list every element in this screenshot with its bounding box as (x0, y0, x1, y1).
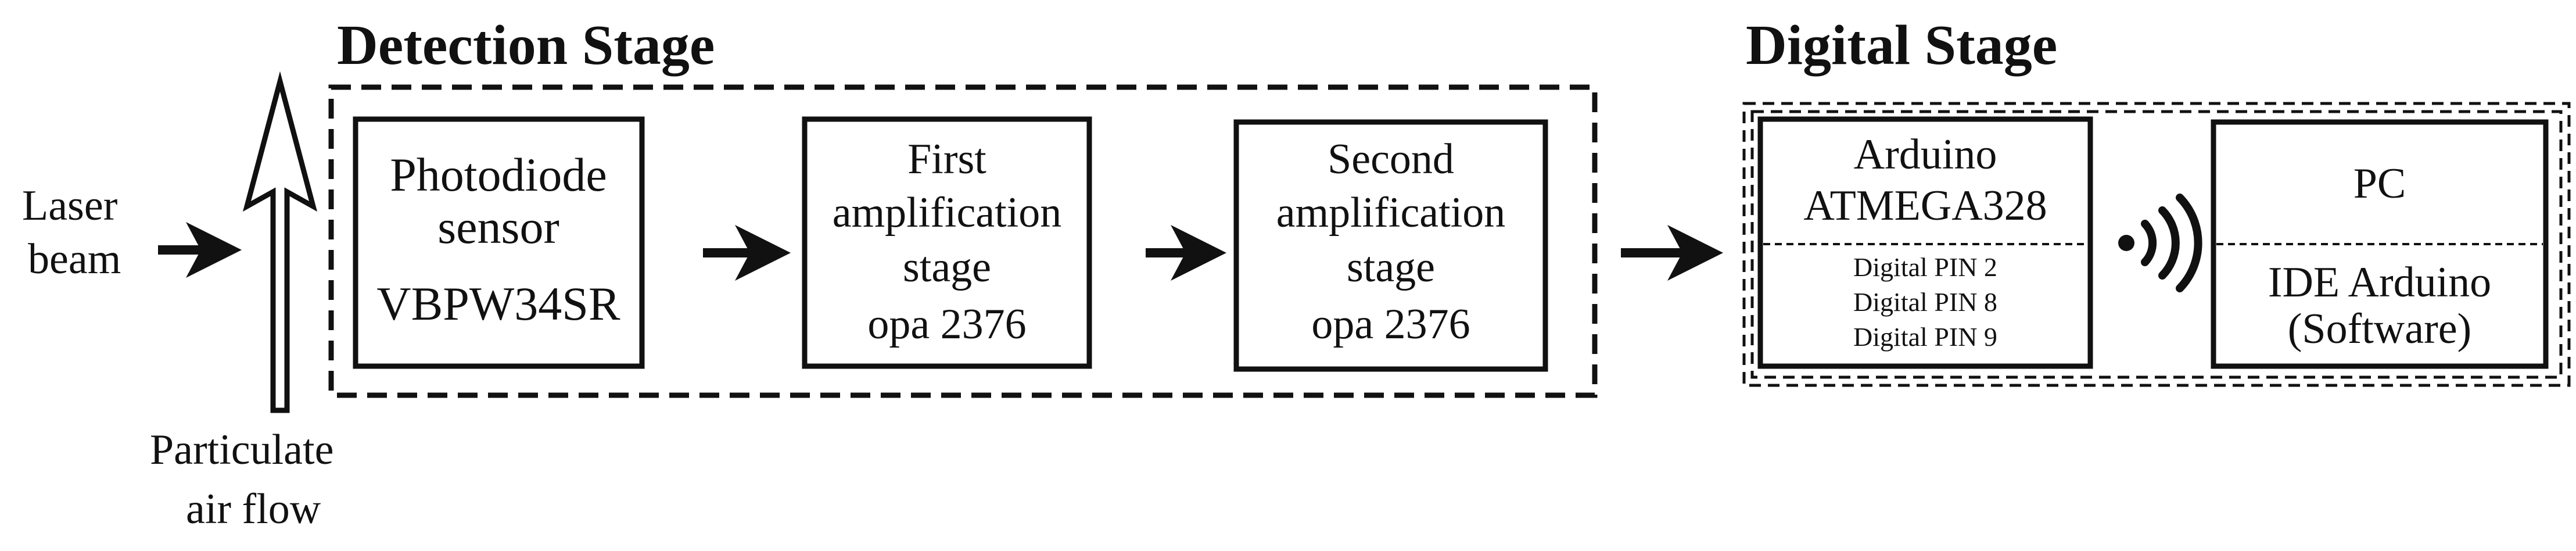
pc-block: PC IDE Arduino (Software) (2211, 119, 2549, 369)
digital-stage-title: Digital Stage (1746, 14, 2057, 77)
digital-stage-container-outer (1742, 102, 2571, 387)
arduino-pin3: Digital PIN 9 (1853, 322, 1997, 352)
pc-line3: (Software) (2288, 305, 2471, 353)
particulate-label-line1: Particulate (150, 426, 333, 474)
second-amp-line1: Second (1328, 135, 1454, 183)
arduino-block: Arduino ATMEGA328 Digital PIN 2 Digital … (1757, 116, 2093, 369)
second-amp-line3: stage (1347, 244, 1435, 291)
arduino-pin2: Digital PIN 8 (1853, 287, 1997, 317)
first-amplification-block: First amplification stage opa 2376 (802, 116, 1092, 369)
laser-beam-label-line2: beam (28, 235, 121, 283)
photodiode-block: Photodiode sensor VBPW34SR (353, 116, 645, 369)
first-amp-line3: stage (903, 244, 991, 291)
second-amplification-block: Second amplification stage opa 2376 (1233, 119, 1548, 372)
photodiode-line2: sensor (437, 201, 559, 253)
wireless-signal-icon (2118, 194, 2202, 292)
arduino-pin1: Digital PIN 2 (1853, 252, 1997, 282)
second-amp-line2: amplification (1276, 189, 1506, 237)
particulate-label-line2: air flow (186, 485, 321, 533)
digital-stage-container-inner (1750, 110, 2563, 379)
photodiode-line3: VBPW34SR (376, 277, 620, 330)
pc-line1: PC (2353, 160, 2406, 207)
second-amp-line4: opa 2376 (1311, 300, 1470, 348)
first-amp-line4: opa 2376 (867, 300, 1026, 348)
detection-stage-title: Detection Stage (337, 14, 715, 77)
photodiode-line1: Photodiode (390, 148, 607, 201)
arduino-line2: ATMEGA328 (1803, 182, 2047, 230)
first-amp-line2: amplification (833, 189, 1062, 237)
laser-beam-label-line1: Laser (22, 182, 117, 230)
arduino-line1: Arduino (1854, 131, 1997, 178)
pc-line2: IDE Arduino (2268, 259, 2491, 306)
first-amp-line1: First (907, 135, 986, 183)
particulate-flow-arrow-icon (242, 71, 318, 413)
